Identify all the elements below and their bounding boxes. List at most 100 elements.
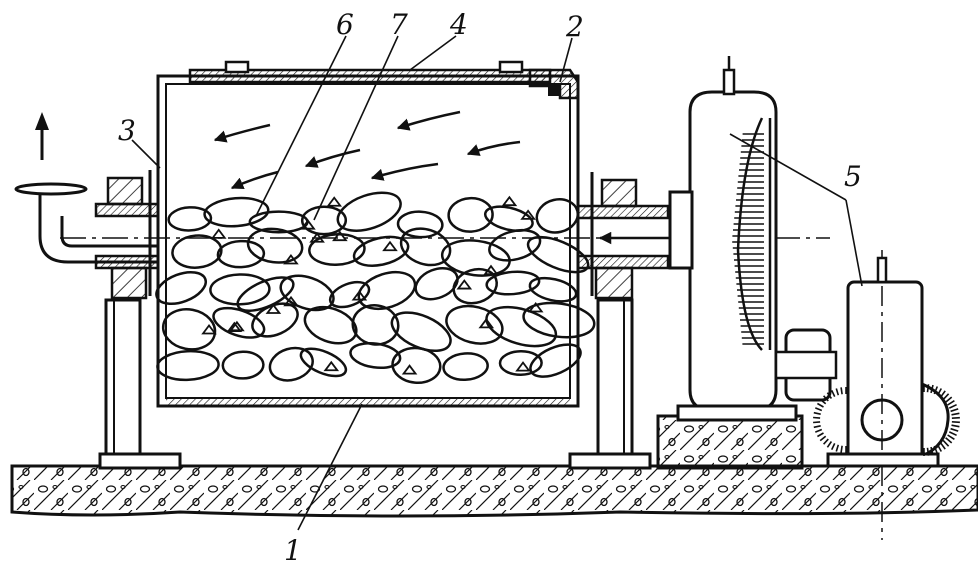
cooling-fin [815, 428, 823, 433]
small-fragment [326, 196, 343, 207]
cooling-fin [813, 411, 821, 415]
cooling-fin [945, 396, 953, 403]
lump [528, 276, 578, 303]
small-fragment [332, 230, 348, 242]
cooling-fin [926, 447, 930, 456]
small-fragment [201, 323, 217, 335]
lump [440, 239, 511, 277]
lump [529, 343, 582, 378]
cooling-fin [951, 412, 960, 416]
door-hatch [528, 68, 580, 100]
lump [498, 350, 543, 376]
left-bearing-block [106, 176, 144, 206]
lump [390, 311, 452, 353]
right-bearing-block [600, 178, 638, 208]
lump [485, 270, 541, 296]
lump [447, 196, 494, 233]
cooling-fin [950, 408, 959, 413]
lump [209, 273, 271, 306]
lump [251, 302, 299, 338]
callout-2: 2 [565, 10, 584, 43]
small-fragment [283, 295, 299, 307]
cooling-fin [815, 407, 823, 412]
lump [155, 270, 207, 306]
small-fragment [351, 290, 368, 301]
cooling-fin [951, 424, 960, 428]
cooling-fin [813, 416, 821, 419]
callout-1: 1 [284, 534, 302, 567]
right-hollow-shaft [574, 172, 670, 296]
callout-3: 3 [118, 114, 136, 147]
small-fragment [401, 364, 418, 375]
lump [268, 346, 314, 382]
cooling-fin [830, 389, 836, 397]
lump [299, 347, 348, 378]
drum-load [155, 191, 596, 385]
cooling-fin [830, 443, 836, 451]
small-fragment [478, 317, 495, 329]
cooling-fin [823, 395, 829, 402]
lump [442, 352, 489, 382]
exhaust-pipe [14, 182, 166, 264]
lump [167, 206, 213, 232]
cooling-fin [939, 442, 946, 450]
cooling-fin [951, 421, 960, 424]
cooling-fin [930, 384, 934, 394]
callout-5: 5 [844, 160, 862, 193]
cooling-fin [939, 390, 946, 398]
lump [212, 306, 266, 339]
small-fragment [323, 360, 340, 372]
lump [246, 227, 304, 264]
lump [391, 346, 442, 385]
cooling-fin [826, 441, 833, 448]
small-fragment [283, 253, 299, 265]
lump [349, 341, 402, 370]
small-fragment [527, 301, 544, 313]
lump [279, 274, 335, 312]
small-fragment [456, 279, 473, 290]
callout-7: 7 [390, 8, 408, 41]
cooling-fin [942, 439, 950, 447]
cooling-fin [826, 392, 833, 399]
cooling-fin [819, 435, 827, 442]
callout-labels: 6 7 4 2 3 5 1 [118, 8, 862, 567]
cooling-fin [948, 431, 957, 437]
cooling-fin [948, 403, 957, 409]
cooling-fin [936, 444, 943, 452]
lump [452, 267, 498, 305]
lump [300, 205, 348, 236]
motor-plinth [656, 414, 804, 470]
cooling-fin [930, 446, 934, 456]
fan-impeller [732, 133, 764, 345]
callout-6: 6 [336, 8, 354, 41]
small-fragment [382, 240, 398, 252]
cooling-fin [947, 400, 955, 406]
left-support-pedestal [98, 266, 182, 470]
cooling-fin [951, 416, 960, 419]
lump [328, 280, 371, 309]
airflow-arrows [213, 110, 521, 190]
lump [221, 350, 265, 380]
cooling-fin [926, 384, 930, 393]
cooling-fin [945, 437, 953, 444]
lump [216, 239, 266, 269]
cooling-fin [817, 432, 824, 438]
cooling-fin [936, 388, 943, 396]
small-fragment [520, 209, 536, 220]
cooling-fin [823, 438, 829, 445]
lump [445, 304, 504, 345]
small-fragment [229, 320, 245, 332]
cooling-fin [813, 421, 821, 424]
cooling-fin [840, 387, 843, 395]
callout-4: 4 [449, 8, 468, 41]
lump [522, 301, 596, 339]
cooling-fin [942, 393, 950, 401]
right-support-pedestal [568, 266, 652, 470]
exhaust-up-arrow [35, 112, 49, 160]
foundation-slab [10, 464, 978, 518]
coupling [774, 328, 838, 402]
cooling-fin [840, 445, 843, 453]
cooling-fin [933, 386, 939, 395]
cooling-fin [813, 425, 821, 429]
